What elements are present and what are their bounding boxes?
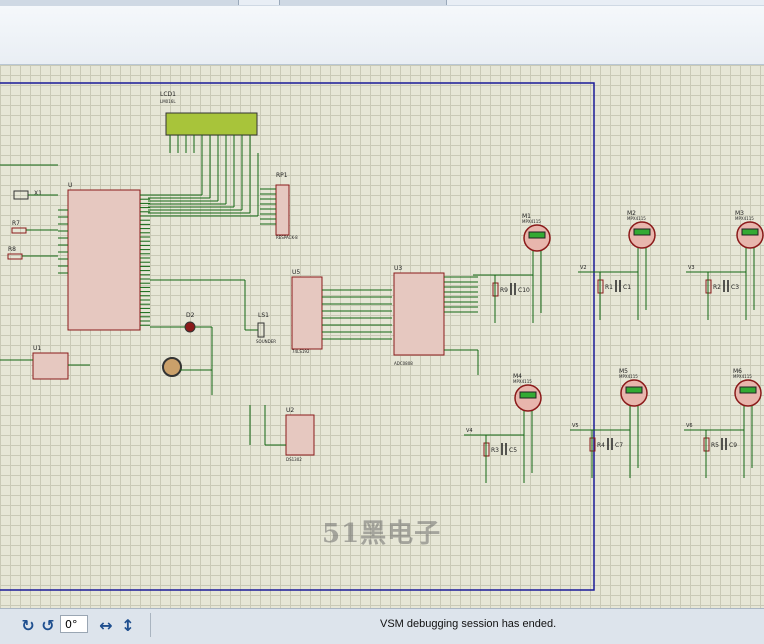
net-label: V4	[466, 428, 473, 434]
x1-label: X1	[34, 190, 42, 197]
lcd-label: LCD1	[160, 91, 176, 98]
u1-label: U1	[33, 345, 41, 352]
toolbar-area	[0, 6, 764, 65]
u3-part: ADC0808	[394, 361, 413, 366]
resistor-label: R3	[491, 447, 499, 454]
sensor-label: M1	[522, 213, 531, 220]
lcd-part: LM016L	[160, 99, 176, 104]
d2-label: D2	[186, 312, 195, 319]
resistor	[7, 253, 23, 260]
adc-ic	[393, 272, 445, 356]
sensor-part: MPX4115	[733, 374, 752, 379]
sensor-label: M6	[733, 368, 742, 375]
resistor-pack	[275, 184, 290, 236]
flip-horizontal-icon[interactable]: ↔	[99, 615, 113, 635]
ls1-part: SOUNDER	[256, 339, 276, 344]
ic-u1	[32, 352, 69, 380]
sensor-label: M4	[513, 373, 522, 380]
resistor-label: R9	[500, 287, 508, 294]
sensor-part: MPX4115	[735, 216, 754, 221]
capacitor-label: C5	[509, 447, 517, 454]
rotate-ccw-icon[interactable]: ↺	[41, 615, 55, 635]
resistor-label: R4	[597, 442, 605, 449]
u2-label: U2	[286, 407, 294, 414]
net-label: V2	[580, 265, 587, 271]
net-label: V6	[686, 423, 693, 429]
u5-part: 74LS192	[292, 349, 310, 354]
microcontroller	[67, 189, 141, 331]
sensor-window	[739, 386, 757, 394]
u3-label: U3	[394, 265, 402, 272]
sensor-label: M5	[619, 368, 628, 375]
flip-vertical-icon[interactable]: ↕	[121, 615, 135, 635]
rp-label: RP1	[276, 172, 288, 179]
motor	[162, 357, 182, 377]
rotation-angle-field[interactable]: 0°	[60, 615, 88, 633]
net-label: V3	[688, 265, 695, 271]
resistor-label: R1	[605, 284, 613, 291]
sheet-border	[0, 82, 595, 591]
sensor-window	[633, 228, 651, 236]
led	[184, 321, 196, 333]
rotate-cw-icon[interactable]: ↻	[21, 615, 35, 635]
sensor-window	[741, 228, 759, 236]
resistor	[11, 227, 27, 234]
mcu-label: U	[68, 182, 72, 189]
status-message: VSM debugging session has ended.	[380, 618, 557, 630]
capacitor-label: C10	[518, 287, 530, 294]
resistor-label: R5	[711, 442, 719, 449]
sensor-part: MPX4115	[522, 219, 541, 224]
capacitor-label: C1	[623, 284, 631, 291]
rtc-ic	[285, 414, 315, 456]
capacitor-label: C9	[729, 442, 737, 449]
lcd-display	[165, 112, 258, 136]
u2-part: DS1302	[286, 457, 302, 462]
sensor-label: M2	[627, 210, 636, 217]
capacitor-label: C7	[615, 442, 623, 449]
counter-ic	[291, 276, 323, 350]
capacitor-label: C3	[731, 284, 739, 291]
tab-fragment[interactable]	[238, 0, 280, 5]
rp-part: RESPACK-8	[276, 235, 298, 240]
sensor-label: M3	[735, 210, 744, 217]
sensor-window	[519, 391, 537, 399]
sensor-window	[528, 231, 546, 239]
tab-fragment[interactable]	[446, 0, 764, 5]
divider	[150, 613, 151, 637]
status-bar: ↻ ↺ 0° ↔ ↕ VSM debugging session has end…	[0, 608, 764, 644]
sensor-part: MPX4115	[627, 216, 646, 221]
watermark: 51黑电子	[322, 519, 442, 549]
sensor-part: MPX4115	[513, 379, 532, 384]
crystal	[13, 190, 29, 200]
net-label: V5	[572, 423, 579, 429]
sensor-part: MPX4115	[619, 374, 638, 379]
u5-label: U5	[292, 269, 300, 276]
buzzer	[257, 322, 265, 338]
ls1-label: LS1	[258, 312, 269, 319]
sensor-window	[625, 386, 643, 394]
r8-label: R8	[8, 246, 16, 253]
resistor-label: R2	[713, 284, 721, 291]
r7-label: R7	[12, 220, 20, 227]
